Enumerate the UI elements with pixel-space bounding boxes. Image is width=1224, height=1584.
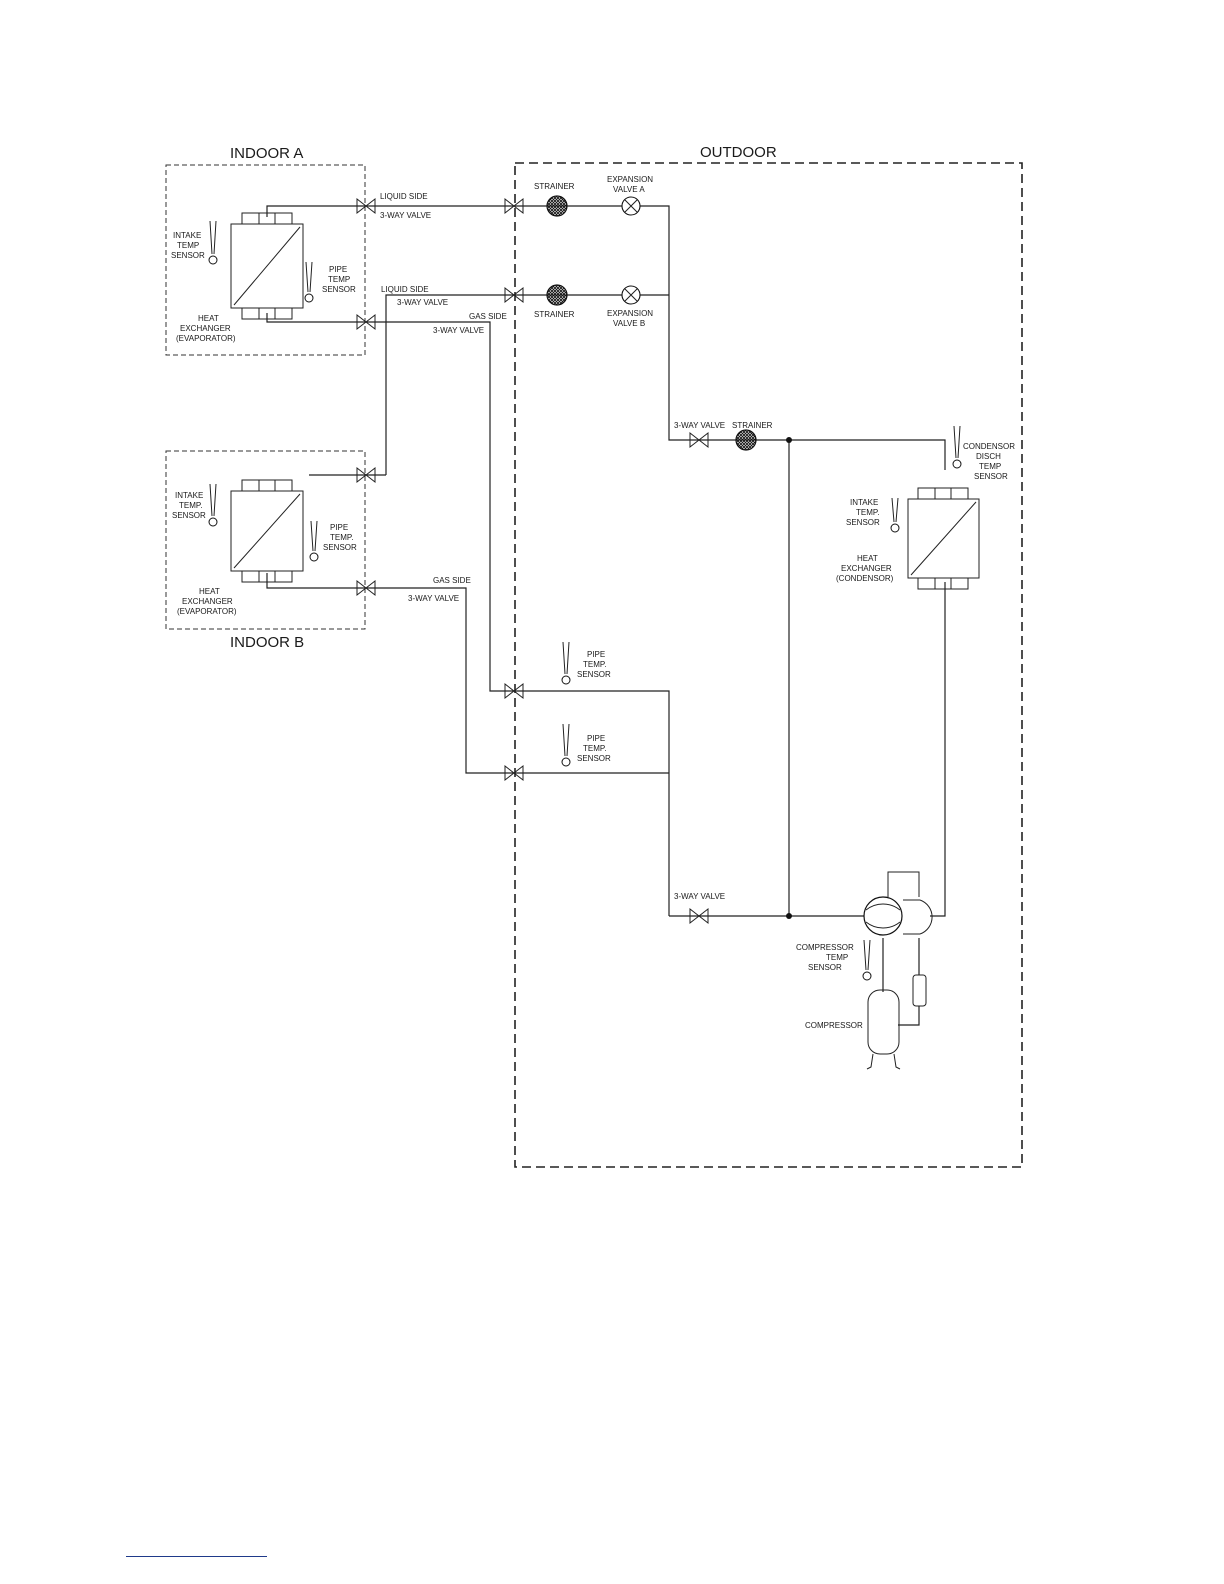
gas-side-label-b: GAS SIDE [433,576,471,585]
three-way-valve-label-b-liquid: 3-WAY VALVE [397,298,448,307]
strainer-c [735,429,757,451]
condensor-disch-temp-sensor [952,425,962,469]
service-valve [689,907,709,925]
three-way-valve-label-lower: 3-WAY VALVE [674,892,725,901]
service-valve [504,764,524,782]
indoor-a-unit: INDOOR A [165,145,366,356]
heat-exchanger-indoor-b [230,479,304,583]
strainer-a [546,195,568,217]
strainers [546,195,757,451]
accumulator [912,974,927,1007]
intake-temp-sensor-b [208,483,218,527]
junction-dot [786,437,792,443]
liquid-side-label-b: LIQUID SIDE [381,285,429,294]
three-way-valve-label-upper: 3-WAY VALVE [674,421,725,430]
pipe-temp-sensor-a [304,261,314,303]
indoor-b-unit: INDOOR B [165,450,366,651]
valves [356,197,709,925]
footnote-separator [126,1556,267,1557]
intake-temp-sensor-a [208,220,218,265]
service-valve [689,431,709,449]
outdoor-title: OUTDOOR [700,144,777,161]
service-valve [504,286,524,304]
heat-exchanger-outdoor [907,487,980,590]
liquid-side-label-a: LIQUID SIDE [380,192,428,201]
outdoor-unit: OUTDOOR [514,144,1023,1168]
heat-exchanger-indoor-a [230,212,304,320]
temp-sensors [208,220,962,981]
service-valve [356,466,376,484]
service-valve [504,682,524,700]
three-way-valve-label-b-gas: 3-WAY VALVE [408,594,459,603]
strainer-label-a: STRAINER [534,182,575,191]
pipe-temp-sensor-gas-a [561,641,571,685]
four-way-valve [863,871,933,936]
strainer-label-c: STRAINER [732,421,773,430]
service-valve [356,197,376,215]
compressor-label: COMPRESSOR [805,1021,863,1030]
three-way-valve-label-a-gas: 3-WAY VALVE [433,326,484,335]
three-way-valve-label-a-liquid: 3-WAY VALVE [380,211,431,220]
service-valve [504,197,524,215]
junction-dot [786,913,792,919]
gas-side-label-a: GAS SIDE [469,312,507,321]
pipe-temp-sensor-gas-b [561,723,571,767]
compressor-unit [866,989,901,1070]
service-valve [356,313,376,331]
strainer-b [546,284,568,306]
intake-temp-sensor-outdoor [890,497,900,533]
piping [266,205,946,1026]
expansion-valves [621,196,641,305]
strainer-label-b: STRAINER [534,310,575,319]
indoor-a-title: INDOOR A [230,145,303,162]
pipe-temp-sensor-b [309,520,319,562]
expansion-valve-a [621,196,641,216]
service-valve [356,579,376,597]
expansion-valve-b [621,285,641,305]
indoor-b-title: INDOOR B [230,634,304,651]
compressor-temp-sensor [862,939,872,981]
